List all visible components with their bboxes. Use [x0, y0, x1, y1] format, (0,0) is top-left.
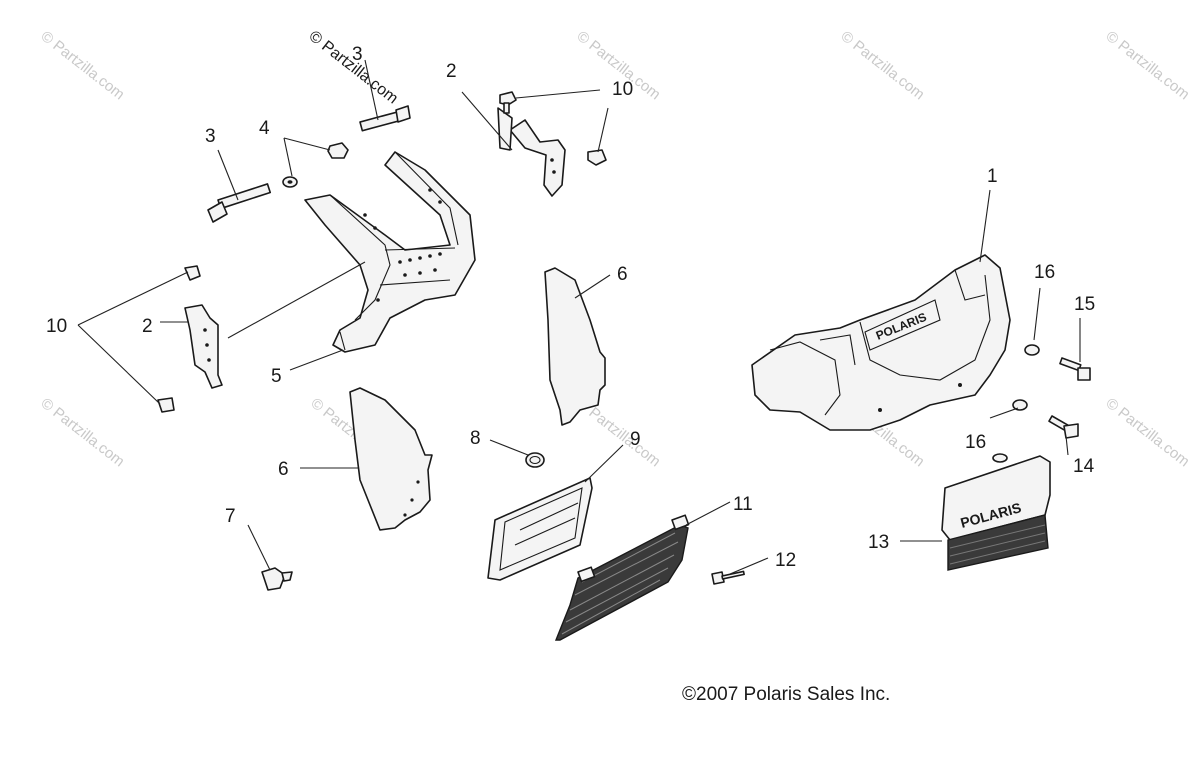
part-5-bumper-frame — [304, 151, 476, 353]
part-6-panel-left — [349, 387, 433, 531]
leader-lines — [77, 59, 1081, 575]
part-2-bracket-left — [184, 304, 223, 389]
watermark-4: © Partzilla.com — [1103, 28, 1193, 104]
callout-14: 14 — [1073, 456, 1095, 477]
part-11-mesh-screen — [554, 514, 690, 641]
callout-3-top: 3 — [352, 44, 363, 65]
callout-5: 5 — [271, 366, 282, 387]
callout-12: 12 — [775, 550, 796, 571]
callout-10-left: 10 — [46, 316, 67, 337]
part-7-clip — [261, 567, 293, 591]
callout-7: 7 — [225, 506, 236, 527]
part-12-screw — [711, 570, 745, 585]
watermark-1: © Partzilla.com — [38, 28, 128, 104]
part-3-bolt-top — [359, 105, 411, 132]
callout-2-left: 2 — [142, 316, 153, 337]
part-8-grommet — [525, 452, 545, 468]
callout-13: 13 — [868, 532, 889, 553]
watermark-dark: © Partzilla.com — [306, 28, 401, 108]
callout-2-top: 2 — [446, 61, 457, 82]
callout-9: 9 — [630, 429, 641, 450]
callout-labels: 1 2 2 3 3 4 5 6 6 7 8 9 10 10 11 12 13 1… — [46, 44, 1095, 571]
part-3-bolt-left — [207, 183, 272, 223]
callout-6-left: 6 — [278, 459, 289, 480]
frame-holes — [363, 188, 442, 302]
callout-1: 1 — [987, 166, 998, 187]
watermark-9: © Partzilla.com — [1103, 395, 1193, 471]
callout-4: 4 — [259, 118, 270, 139]
part-9-grille-frame — [487, 477, 593, 581]
callout-15: 15 — [1074, 294, 1095, 315]
copyright-text: ©2007 Polaris Sales Inc. — [682, 684, 891, 705]
callout-16-bottom: 16 — [965, 432, 986, 453]
watermark-3: © Partzilla.com — [838, 28, 928, 104]
callout-16-top: 16 — [1034, 262, 1055, 283]
part-16-washers — [1012, 344, 1040, 411]
part-10-fasteners — [157, 91, 607, 413]
part-2-bracket-top — [497, 107, 566, 197]
callout-6-right: 6 — [617, 264, 628, 285]
part-1-front-bumper: POLARIS — [751, 254, 1011, 431]
part-6-panel-right — [544, 267, 606, 426]
part-14-bolt — [1048, 415, 1079, 439]
part-15-bolt — [1059, 357, 1091, 381]
part-13-nameplate: POLARIS — [941, 453, 1051, 571]
callout-11: 11 — [733, 494, 753, 515]
callout-10-top: 10 — [612, 79, 633, 100]
callout-3-left: 3 — [205, 126, 216, 147]
callout-8: 8 — [470, 428, 481, 449]
watermark-5: © Partzilla.com — [38, 395, 128, 471]
part-4-nut — [282, 142, 349, 188]
